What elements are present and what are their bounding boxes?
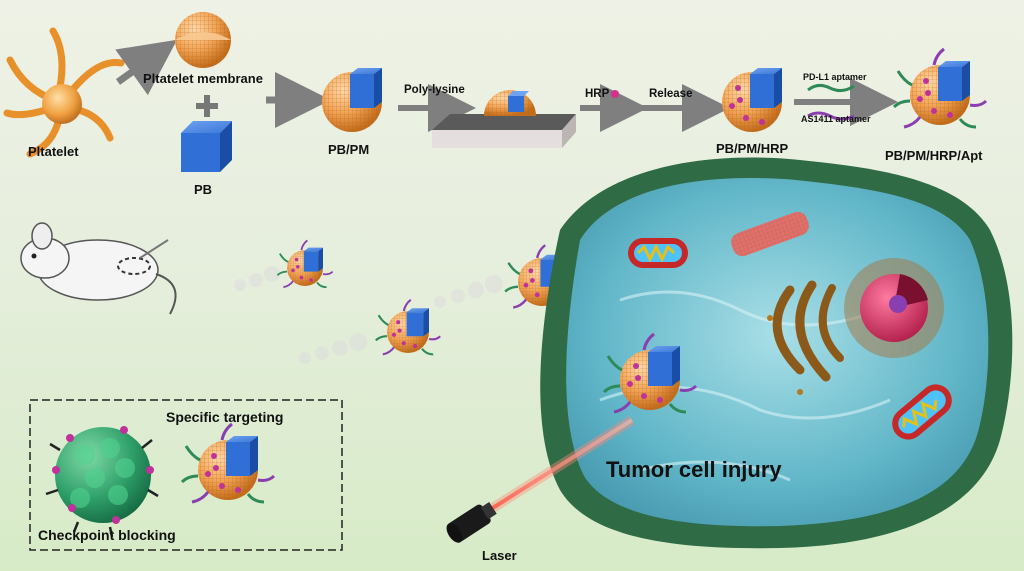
label-final-particle: PB/PM/HRP/Apt	[885, 148, 983, 163]
pb-pm-particle	[322, 68, 382, 132]
cancer-cell-icon	[45, 426, 159, 538]
label-pb: PB	[194, 182, 213, 197]
mitochondrion-icon	[892, 384, 952, 440]
pb-pm-hrp-apt-particle	[892, 47, 988, 129]
microtubule-icon	[731, 211, 809, 257]
label-laser: Laser	[482, 548, 517, 563]
laser-beam	[477, 415, 635, 521]
label-pb-pm: PB/PM	[328, 142, 370, 157]
plus-sign	[196, 95, 218, 117]
process-arrow	[115, 39, 178, 96]
label-pd-l1-aptamer: PD-L1 aptamer	[803, 72, 867, 82]
pb-pm-hrp-particle	[722, 68, 782, 132]
hrp-dot-icon	[611, 90, 619, 98]
circulating-particle	[374, 298, 442, 356]
tumor-cell	[540, 157, 1013, 549]
label-tumor-cell-injury: Tumor cell injury	[606, 457, 782, 482]
membrane-hemisphere-icon	[175, 12, 231, 68]
label-poly-lysine: Poly-lysine	[404, 84, 465, 96]
mitochondrion-icon	[628, 238, 688, 268]
label-platelet-membrane: Pltatelet membrane	[143, 71, 263, 86]
label-release: Release	[649, 88, 693, 100]
as1411-aptamer-icon	[807, 111, 855, 121]
label-platelet: Pltatelet	[28, 144, 79, 159]
substrate-plate	[432, 90, 576, 148]
pb-cube-icon	[181, 121, 232, 172]
circulating-particle	[276, 239, 334, 289]
label-hrp: HRP	[585, 88, 610, 100]
mechanism-inset	[29, 399, 343, 551]
inset-particle	[180, 422, 276, 504]
label-as1411-aptamer: AS1411 aptamer	[801, 114, 871, 124]
platelet-icon	[3, 27, 125, 158]
particle-trail	[234, 266, 503, 364]
label-specific-targeting: Specific targeting	[166, 409, 284, 425]
label-pb-pm-hrp: PB/PM/HRP	[716, 141, 789, 156]
label-checkpoint-blocking: Checkpoint blocking	[38, 527, 176, 543]
golgi-icon	[767, 280, 844, 395]
pd-l1-aptamer-icon	[807, 83, 855, 93]
nucleus-icon	[844, 258, 944, 358]
mouse-icon	[20, 222, 177, 315]
laser-device-icon	[446, 502, 497, 543]
